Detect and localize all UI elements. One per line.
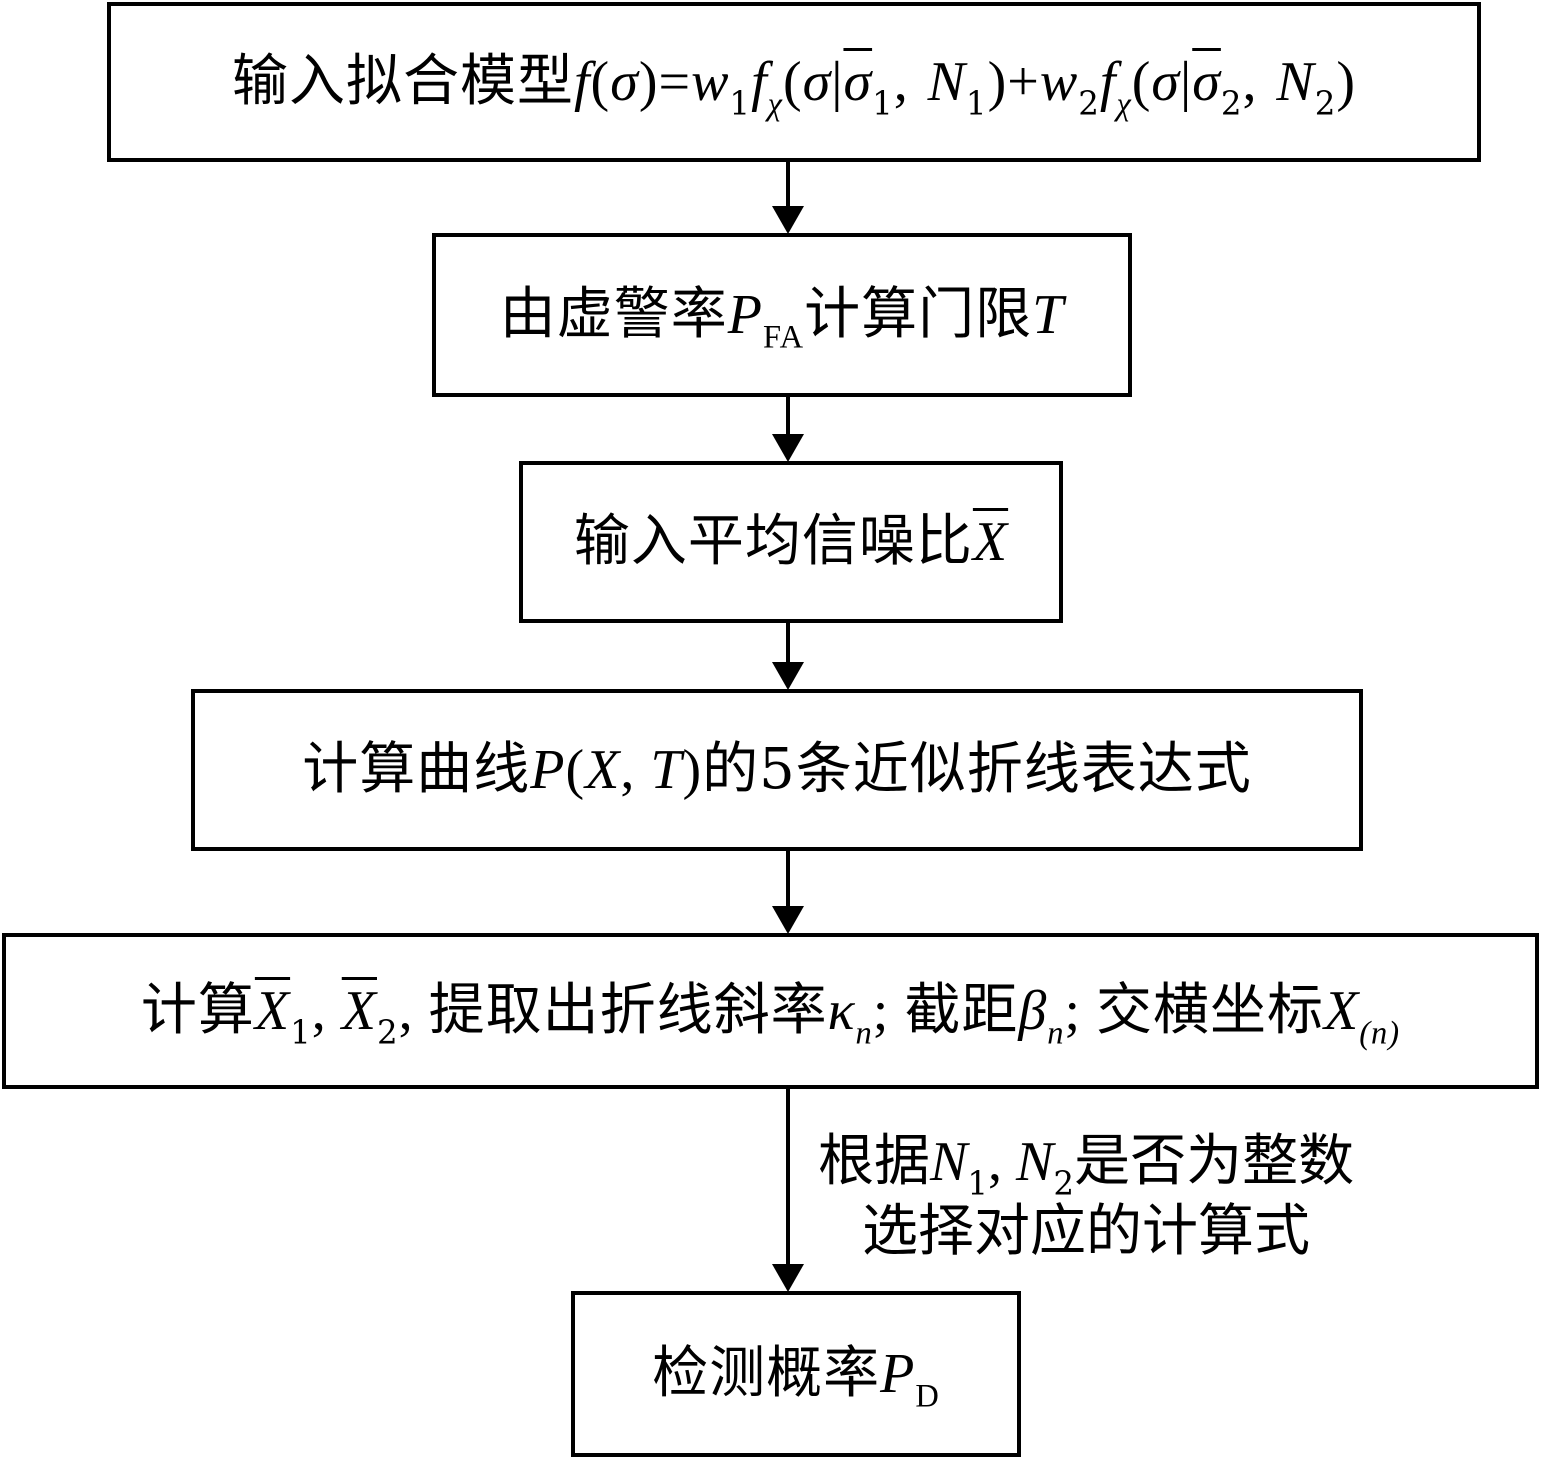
arrowhead-5-6 <box>772 1264 804 1292</box>
step-compute-curve-expressions-text: 计算曲线P(X, T)的5条近似折线表达式 <box>302 737 1252 802</box>
step-compute-curve-expressions: 计算曲线P(X, T)的5条近似折线表达式 <box>191 689 1363 851</box>
arrowhead-2-3 <box>772 434 804 462</box>
arrowhead-1-2 <box>772 206 804 234</box>
step-compute-threshold-text: 由虚警率PFA计算门限T <box>499 282 1065 356</box>
step-compute-threshold: 由虚警率PFA计算门限T <box>432 233 1132 397</box>
step-detection-probability-text: 检测概率PD <box>652 1341 940 1415</box>
edge-label-line-2: 选择对应的计算式 <box>862 1199 1311 1264</box>
arrowhead-3-4 <box>772 662 804 690</box>
edge-label-line-1: 根据N1, N2是否为整数 <box>818 1129 1355 1203</box>
edge-label-select-formula: 根据N1, N2是否为整数 选择对应的计算式 <box>818 1127 1354 1267</box>
step-input-average-snr: 输入平均信噪比X <box>519 461 1063 623</box>
step-input-fit-model: 输入拟合模型f(σ)=w1fχ(σ|σ1, N1)+w2fχ(σ|σ2, N2) <box>107 2 1481 162</box>
step-detection-probability: 检测概率PD <box>571 1291 1021 1457</box>
step-input-average-snr-text: 输入平均信噪比X <box>573 509 1009 574</box>
arrowhead-4-5 <box>772 906 804 934</box>
step-extract-slopes-text: 计算X1, X2, 提取出折线斜率κn; 截距βn; 交横坐标X(n) <box>140 978 1401 1052</box>
step-input-fit-model-text: 输入拟合模型f(σ)=w1fχ(σ|σ1, N1)+w2fχ(σ|σ2, N2) <box>231 49 1357 123</box>
step-extract-slopes: 计算X1, X2, 提取出折线斜率κn; 截距βn; 交横坐标X(n) <box>2 933 1539 1089</box>
